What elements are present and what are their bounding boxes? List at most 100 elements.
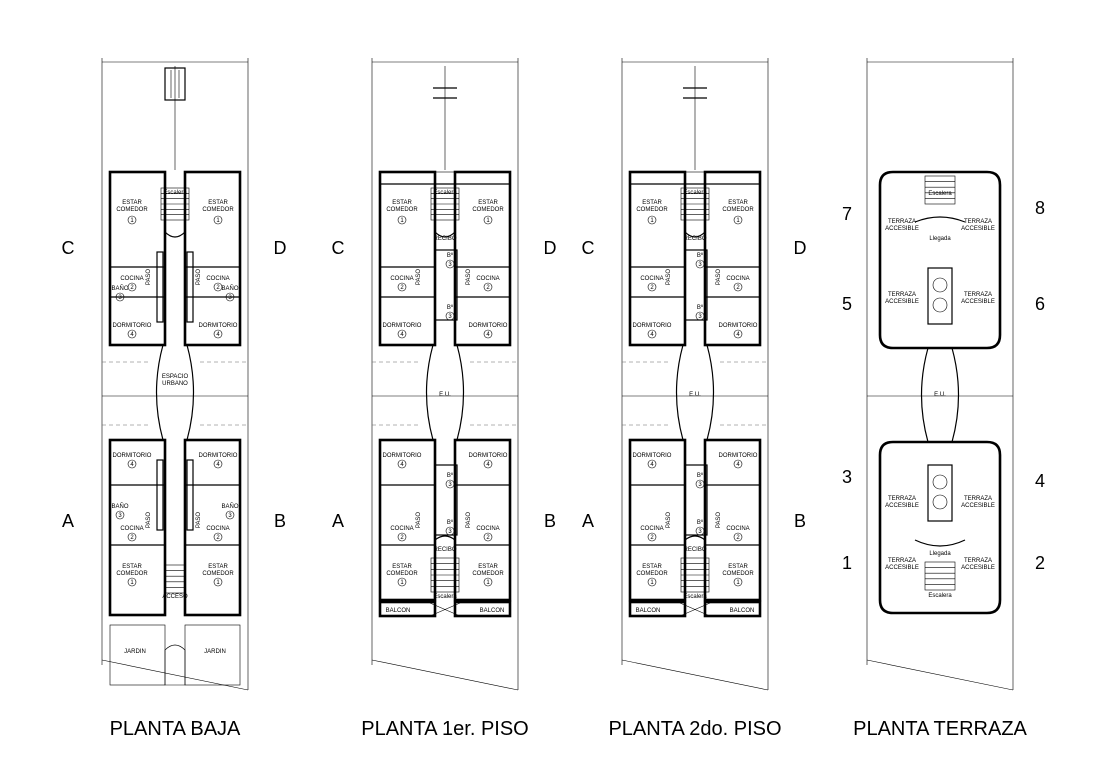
room-number: 3 [698, 262, 702, 268]
room-number: 2 [400, 535, 404, 541]
room-number: 4 [650, 462, 654, 468]
room-number: 3 [448, 529, 452, 535]
label-line: COMEDOR [472, 207, 504, 213]
label-line: ESTAR [642, 200, 662, 206]
balcony-left [378, 600, 437, 618]
room-number-circle [115, 292, 125, 302]
bath-label: Bº [697, 252, 704, 259]
label-line: COMEDOR [386, 207, 418, 213]
room-number: 3 [118, 295, 122, 301]
room-number-circle [647, 215, 657, 225]
corridor-wall [156, 251, 164, 323]
unit-left-upper [628, 170, 687, 347]
room-number: 1 [650, 218, 654, 224]
bath-core [684, 464, 708, 536]
room-number: 1 [130, 218, 134, 224]
paso-label: PASO [196, 512, 202, 529]
room-number: 2 [650, 535, 654, 541]
side-label-b: B [544, 511, 556, 531]
core-curve [684, 535, 706, 541]
label-line: COMEDOR [202, 207, 234, 213]
label-line: COMEDOR [386, 571, 418, 577]
bath-label: BAÑO [111, 503, 128, 510]
bedroom-label: DORMITORIO [469, 323, 508, 329]
room-number-circle [695, 259, 705, 269]
room-number-circle [213, 282, 223, 292]
urban-curve-right [186, 344, 195, 441]
side-number: 3 [842, 467, 852, 487]
room-number: 1 [130, 580, 134, 586]
bedroom-label: DORMITORIO [113, 453, 152, 459]
stair-label: Escalera [433, 190, 457, 196]
lot-line-bottom [371, 659, 519, 691]
room-number-circle [225, 292, 235, 302]
label-line: TERRAZA [964, 558, 992, 564]
urban-space-label: E.U. [689, 392, 701, 398]
recibo-label: RECIBO [433, 236, 456, 242]
room-number: 4 [400, 462, 404, 468]
paso-label: PASO [146, 512, 152, 529]
kitchen-label: COCINA [726, 526, 749, 532]
room-number-circle [225, 510, 235, 520]
lot-line-bottom [101, 659, 249, 691]
unit-right-upper [703, 170, 762, 347]
room-number-circle [397, 329, 407, 339]
room-number: 1 [736, 218, 740, 224]
room-number: 4 [736, 332, 740, 338]
core-walls [164, 244, 186, 345]
corridor-wall [156, 459, 164, 531]
stair-label: Escalera [683, 190, 707, 196]
room-number: 4 [486, 332, 490, 338]
stair-label: Escalera [928, 593, 952, 599]
bedroom-label: DORMITORIO [469, 453, 508, 459]
kitchen-label: COCINA [390, 526, 413, 532]
room-number: 4 [216, 332, 220, 338]
room-number-circle [647, 532, 657, 542]
corridor-wall [186, 459, 194, 531]
room-number-circle [213, 329, 223, 339]
paso-label: PASO [466, 269, 472, 286]
room-number-circle [127, 282, 137, 292]
label-line: COMEDOR [722, 571, 754, 577]
label-line: ACCESIBLE [885, 299, 919, 305]
kitchen-label: COCINA [476, 526, 499, 532]
side-label-d: D [794, 238, 807, 258]
label-line: ESTAR [392, 200, 412, 206]
bedroom-label: DORMITORIO [633, 323, 672, 329]
paso-label: PASO [196, 269, 202, 286]
corridor-wall [186, 251, 194, 323]
core-walls [434, 244, 456, 345]
unit-right-lower [453, 438, 512, 602]
label-line: ACCESIBLE [885, 503, 919, 509]
label-line: COMEDOR [636, 571, 668, 577]
garden-label: JARDIN [124, 649, 146, 655]
room-number: 1 [400, 580, 404, 586]
room-number: 4 [216, 462, 220, 468]
room-number-circle [127, 532, 137, 542]
urban-curve-left [155, 344, 164, 441]
tank-circle [932, 474, 948, 490]
bath-label: BAÑO [221, 503, 238, 510]
label-line: ESTAR [728, 200, 748, 206]
bedroom-label: DORMITORIO [383, 323, 422, 329]
plan-caption: PLANTA 1er. PISO [361, 718, 528, 740]
paso-label: PASO [416, 512, 422, 529]
room-number-circle [483, 532, 493, 542]
label-line: ACCESIBLE [961, 565, 995, 571]
side-number: 8 [1035, 198, 1045, 218]
kitchen-label: COCINA [206, 276, 229, 282]
recibo-label: RECIBO [683, 547, 706, 553]
plan-caption: PLANTA 2do. PISO [608, 718, 781, 740]
room-number-circle [127, 215, 137, 225]
